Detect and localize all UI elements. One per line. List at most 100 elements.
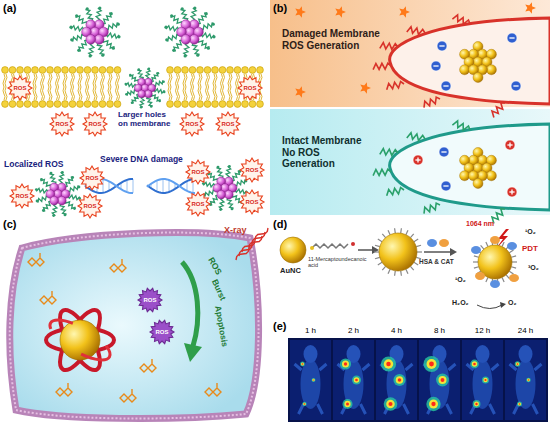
signal-glow (472, 361, 478, 367)
ligand-end (207, 47, 210, 50)
ligand-end (117, 23, 120, 26)
lipid-head (182, 67, 189, 74)
ros-bubble (138, 288, 162, 311)
signal-glow (301, 363, 304, 366)
base-pair (127, 180, 128, 192)
signal-peak (302, 363, 303, 364)
ligand-end (219, 208, 222, 211)
charge-sign (509, 37, 514, 38)
signal-glow (474, 402, 479, 407)
lipid-tail (93, 74, 97, 87)
cat-enzyme (439, 239, 449, 247)
surface-ligand (509, 271, 513, 274)
ligand-end (77, 49, 80, 52)
gold-nanocluster (379, 233, 417, 271)
signal-glow (312, 379, 314, 381)
lipid-head (77, 101, 84, 108)
lipid-tail (191, 87, 195, 100)
thiol-group (310, 246, 314, 250)
lipid-head (99, 101, 106, 108)
lipid-tail (221, 87, 225, 100)
lipid-tail (3, 74, 7, 87)
lipid-tail (78, 87, 82, 100)
ligand-chain (96, 8, 101, 21)
lipid-tail (198, 74, 202, 87)
state-label: Intact Membrane No ROS Generation (282, 135, 368, 170)
signal-peak (346, 402, 349, 405)
lipid-bilayer (2, 67, 264, 108)
lipid-head (219, 101, 226, 108)
negative-charge (441, 81, 451, 91)
lipid-tail (86, 87, 90, 100)
protein-shell (475, 272, 485, 280)
cluster-atom (58, 196, 67, 205)
ligand-chain (226, 166, 231, 178)
dna-strand (85, 179, 195, 193)
ros-burst-star (8, 76, 32, 100)
lipid-head (257, 67, 264, 74)
surface-ligand (486, 277, 488, 282)
ligand-end (140, 106, 143, 109)
ligand-chain (219, 198, 224, 210)
wavelength-label: 1064 nm (466, 220, 494, 228)
ligand-end (73, 207, 76, 210)
polymer-chain (380, 43, 398, 50)
membrane-state-panel: Intact Membrane No ROS Generation (270, 109, 550, 215)
gold-nanocluster (460, 42, 497, 83)
lipid-head (167, 101, 174, 108)
lipid-head (9, 67, 16, 74)
burst-arrowhead (184, 343, 202, 362)
lipid-head (234, 67, 241, 74)
surface-ligand (374, 251, 379, 252)
ligand-end (40, 178, 43, 181)
ros-burst-star (50, 112, 74, 136)
lipid-head (227, 101, 234, 108)
lipid-head (69, 101, 76, 108)
species-label: O₂ (508, 299, 517, 307)
charge-sign (513, 85, 518, 86)
cluster-atom (189, 35, 199, 45)
ligand-end (196, 54, 199, 57)
surface-ligand (375, 257, 380, 258)
polymer-chain (452, 121, 470, 130)
lipid-head (47, 67, 54, 74)
signal-peak (473, 363, 476, 366)
ligand-chain (146, 69, 150, 80)
time-label: 24 h (505, 326, 546, 335)
ros-burst-star (80, 166, 104, 190)
lipid-head (182, 101, 189, 108)
nanocluster (125, 68, 166, 109)
lipid-tail (101, 87, 105, 100)
ligand-end (164, 26, 167, 29)
surface-ligand (406, 269, 408, 274)
polymer-chain (373, 63, 391, 70)
ligand-end (70, 38, 73, 41)
ligand-end (231, 207, 234, 210)
lipid-tail (176, 74, 180, 87)
ligand-end (212, 23, 215, 26)
ligand-end (50, 172, 53, 175)
lipid-head (2, 67, 9, 74)
ligand-end (78, 197, 81, 200)
ligand-end (184, 54, 187, 57)
ros-tag: ROS (89, 121, 102, 128)
drug-molecule (56, 383, 72, 396)
drug-molecule (28, 253, 44, 266)
lipid-tail (41, 74, 45, 87)
negative-charge (439, 147, 449, 157)
lipid-head (114, 101, 121, 108)
surface-ligand (486, 242, 488, 247)
ligand-end (162, 80, 165, 83)
ros-dot (336, 8, 344, 17)
signal-peak (517, 363, 519, 365)
ros-tag: ROS (56, 121, 69, 128)
lipid-head (204, 67, 211, 74)
surface-ligand (378, 262, 382, 265)
lipid-tail (86, 74, 90, 87)
ligand-end (150, 105, 153, 108)
ligand-end (170, 14, 173, 17)
lipid-head (92, 67, 99, 74)
lipid-head (24, 67, 31, 74)
ros-tag: ROS (246, 199, 259, 206)
